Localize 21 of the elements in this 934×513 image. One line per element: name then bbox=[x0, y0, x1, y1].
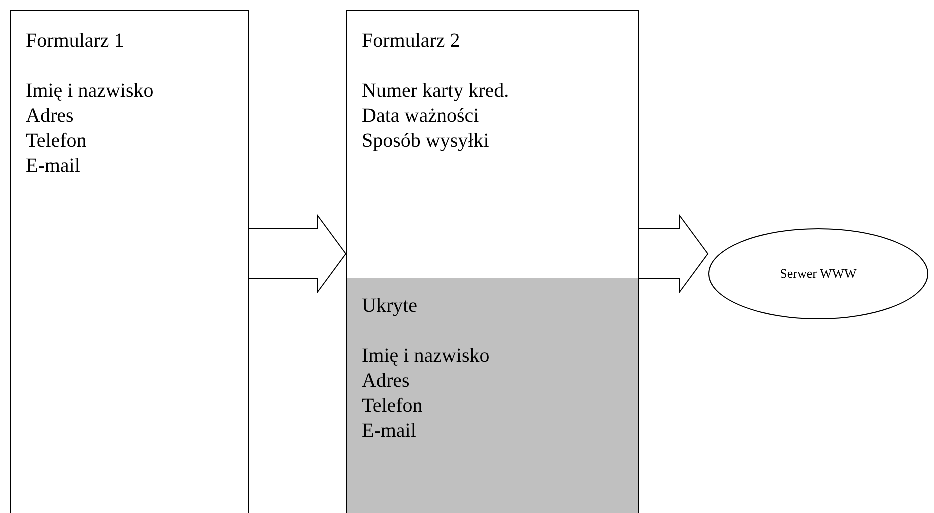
field-name: Imię i nazwisko bbox=[26, 79, 155, 104]
node-label: Serwer WWW bbox=[780, 265, 857, 284]
form-panel bbox=[346, 278, 639, 513]
form-panel bbox=[346, 10, 639, 279]
block-arrow bbox=[638, 214, 709, 294]
panel-heading: Formularz 2 bbox=[362, 29, 462, 54]
field-name: Numer karty kred. bbox=[362, 79, 510, 104]
panel-heading: Formularz 1 bbox=[26, 29, 126, 54]
field-name: Adres bbox=[26, 104, 75, 129]
field-name: E-mail bbox=[26, 154, 82, 179]
field-name: Sposób wysyłki bbox=[362, 129, 490, 154]
field-name: Adres bbox=[362, 369, 411, 394]
field-name: Imię i nazwisko bbox=[362, 344, 491, 369]
form-panel bbox=[10, 10, 249, 513]
field-name: E-mail bbox=[362, 419, 418, 444]
field-name: Telefon bbox=[362, 394, 424, 419]
field-name: Telefon bbox=[26, 129, 88, 154]
panel-heading: Ukryte bbox=[362, 294, 419, 319]
server-ellipse bbox=[708, 228, 929, 320]
field-name: Data ważności bbox=[362, 104, 480, 129]
block-arrow bbox=[248, 214, 347, 294]
